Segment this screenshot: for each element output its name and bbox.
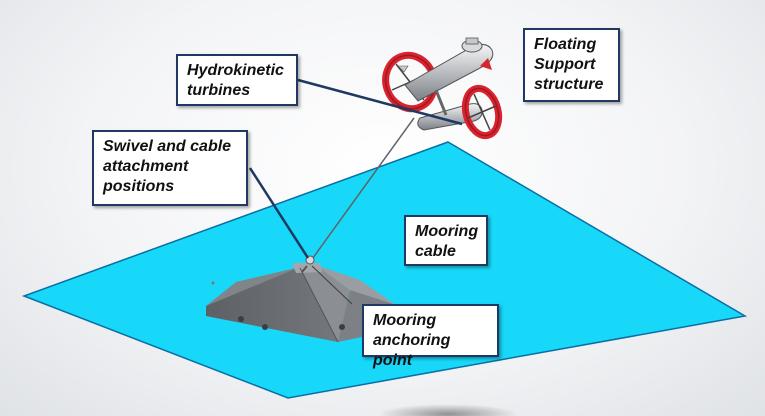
label-swivel-attachment: Swivel and cable attachment positions (92, 130, 248, 206)
leader-swivel (248, 167, 310, 259)
label-floating-support: Floating Support structure (523, 28, 620, 102)
label-mooring-cable: Mooring cable (404, 215, 488, 266)
ground-shadow (378, 404, 518, 416)
floating-structure (382, 37, 503, 140)
mooring-cable (309, 117, 415, 263)
leader-turbines (297, 78, 463, 126)
marker-dot (211, 281, 215, 285)
label-hydrokinetic-turbines: Hydrokinetic turbines (176, 54, 298, 106)
label-anchoring-point: Mooring anchoring point (362, 304, 499, 369)
seabed-plane (21, 141, 748, 399)
anchor-bridle (311, 265, 353, 305)
